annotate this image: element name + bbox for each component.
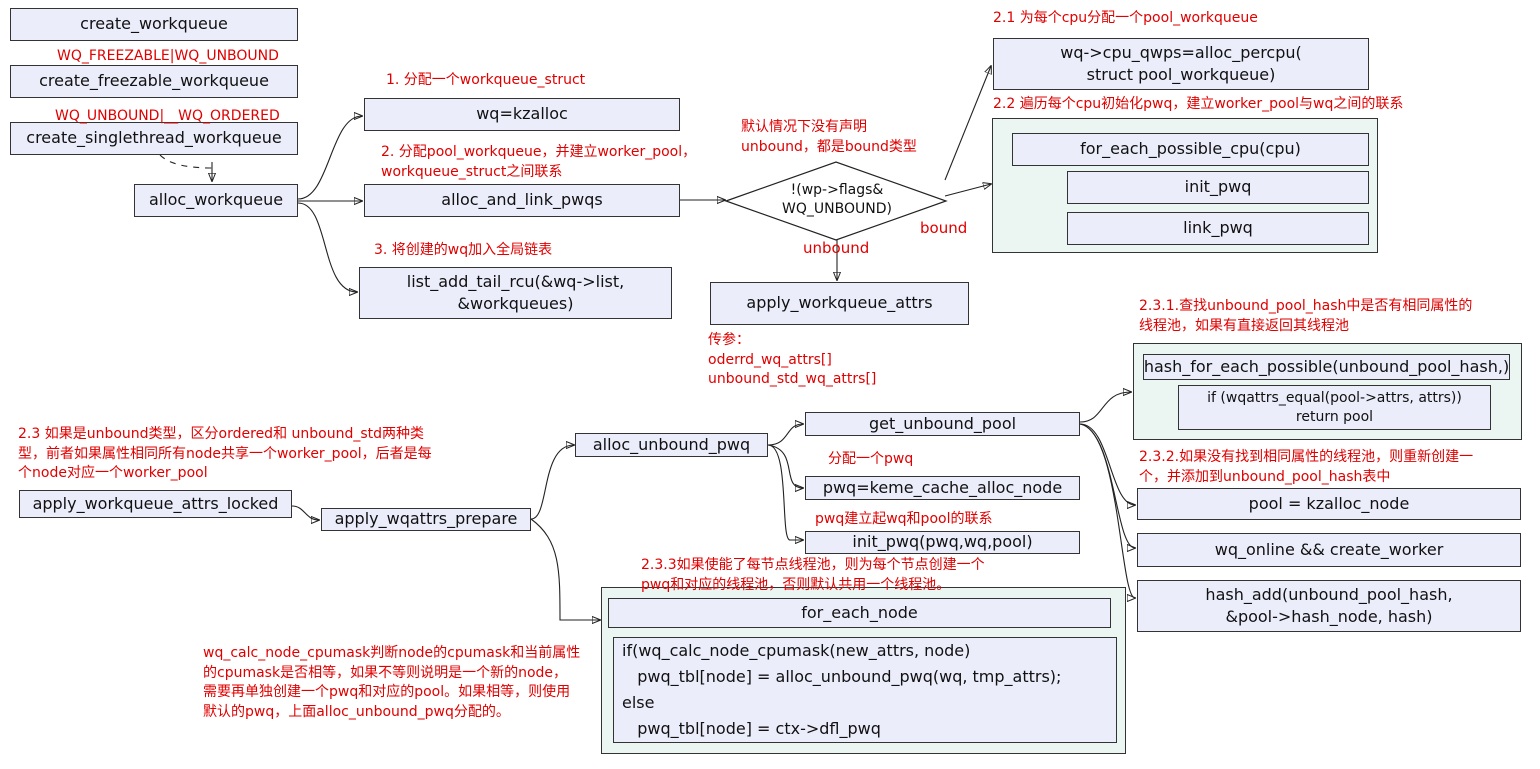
apply-workqueue-attrs-locked-box: apply_workqueue_attrs_locked	[19, 490, 292, 518]
get-unbound-pool-box: get_unbound_pool	[805, 412, 1080, 436]
pwq-link-note: pwq建立起wq和pool的联系	[815, 511, 993, 527]
step2-3-2-note: 2.3.2.如果没有找到相同属性的线程池，则重新创建一 个，并添加到unboun…	[1139, 449, 1474, 485]
wq-kzalloc-box: wq=kzalloc	[364, 98, 680, 131]
wq-online-create-worker-box: wq_online && create_worker	[1137, 533, 1521, 567]
wqattrs-equal-box: if (wqattrs_equal(pool->attrs, attrs)) r…	[1178, 385, 1491, 430]
for-each-node-box: for_each_node	[608, 598, 1111, 628]
step2-note: 2. 分配pool_workqueue，并建立worker_pool， work…	[381, 144, 697, 180]
node-cpumask-code-box: if(wq_calc_node_cpumask(new_attrs, node)…	[613, 637, 1117, 743]
param-note: 传参： oderrd_wq_attrs[] unbound_std_wq_att…	[708, 332, 877, 388]
cpumask-explanation-note: wq_calc_node_cpumask判断node的cpumask和当前属性 …	[203, 645, 581, 720]
decision-label: !(wp->flags& WQ_UNBOUND)	[782, 182, 892, 217]
create-workqueue-box: create_workqueue	[10, 8, 298, 41]
freezable-unbound-flags-note: WQ_FREEZABLE|WQ_UNBOUND	[57, 48, 279, 64]
alloc-unbound-pwq-box: alloc_unbound_pwq	[575, 433, 768, 457]
step2-3-note: 2.3 如果是unbound类型，区分ordered和 unbound_std两…	[18, 426, 432, 482]
alloc-workqueue-box: alloc_workqueue	[134, 184, 298, 217]
unbound-decision-diamond	[724, 161, 948, 241]
link-pwq-box: link_pwq	[1067, 212, 1369, 245]
hash-add-box: hash_add(unbound_pool_hash, &pool->hash_…	[1137, 580, 1521, 632]
unbound-label: unbound	[803, 239, 870, 257]
step2-2-note: 2.2 遍历每个cpu初始化pwq，建立worker_pool与wq之间的联系	[993, 96, 1404, 112]
create-singlethread-workqueue-box: create_singlethread_workqueue	[10, 122, 298, 155]
alloc-and-link-pwqs-box: alloc_and_link_pwqs	[364, 184, 680, 217]
pool-kzalloc-node-box: pool = kzalloc_node	[1137, 488, 1521, 520]
step2-3-3-note: 2.3.3如果使能了每节点线程池，则为每个节点创建一个 pwq和对应的线程池，否…	[641, 557, 985, 593]
step3-note: 3. 将创建的wq加入全局链表	[374, 242, 553, 258]
apply-workqueue-attrs-box: apply_workqueue_attrs	[710, 282, 969, 325]
apply-wqattrs-prepare-box: apply_wqattrs_prepare	[321, 508, 531, 531]
create-freezable-workqueue-box: create_freezable_workqueue	[10, 65, 298, 98]
default-bound-note: 默认情况下没有声明 unbound，都是bound类型	[741, 119, 917, 155]
init-pwq-box: init_pwq	[1067, 171, 1369, 204]
init-pwq-args-box: init_pwq(pwq,wq,pool)	[805, 531, 1080, 554]
bound-label: bound	[920, 219, 968, 237]
step2-3-1-note: 2.3.1.查找unbound_pool_hash中是否有相同属性的 线程池，如…	[1139, 298, 1473, 334]
alloc-percpu-box: wq->cpu_qwps=alloc_percpu( struct pool_w…	[993, 38, 1369, 90]
pwq-keme-cache-alloc-node-box: pwq=keme_cache_alloc_node	[805, 476, 1080, 500]
alloc-pwq-note: 分配一个pwq	[828, 451, 914, 467]
list-add-tail-rcu-box: list_add_tail_rcu(&wq->list, &workqueues…	[359, 267, 672, 319]
step2-1-note: 2.1 为每个cpu分配一个pool_workqueue	[993, 10, 1258, 26]
hash-for-each-possible-box: hash_for_each_possible(unbound_pool_hash…	[1143, 354, 1510, 380]
for-each-possible-cpu-box: for_each_possible_cpu(cpu)	[1012, 133, 1369, 166]
step1-note: 1. 分配一个workqueue_struct	[386, 72, 586, 88]
unbound-ordered-flags-note: WQ_UNBOUND|__WQ_ORDERED	[55, 108, 280, 124]
